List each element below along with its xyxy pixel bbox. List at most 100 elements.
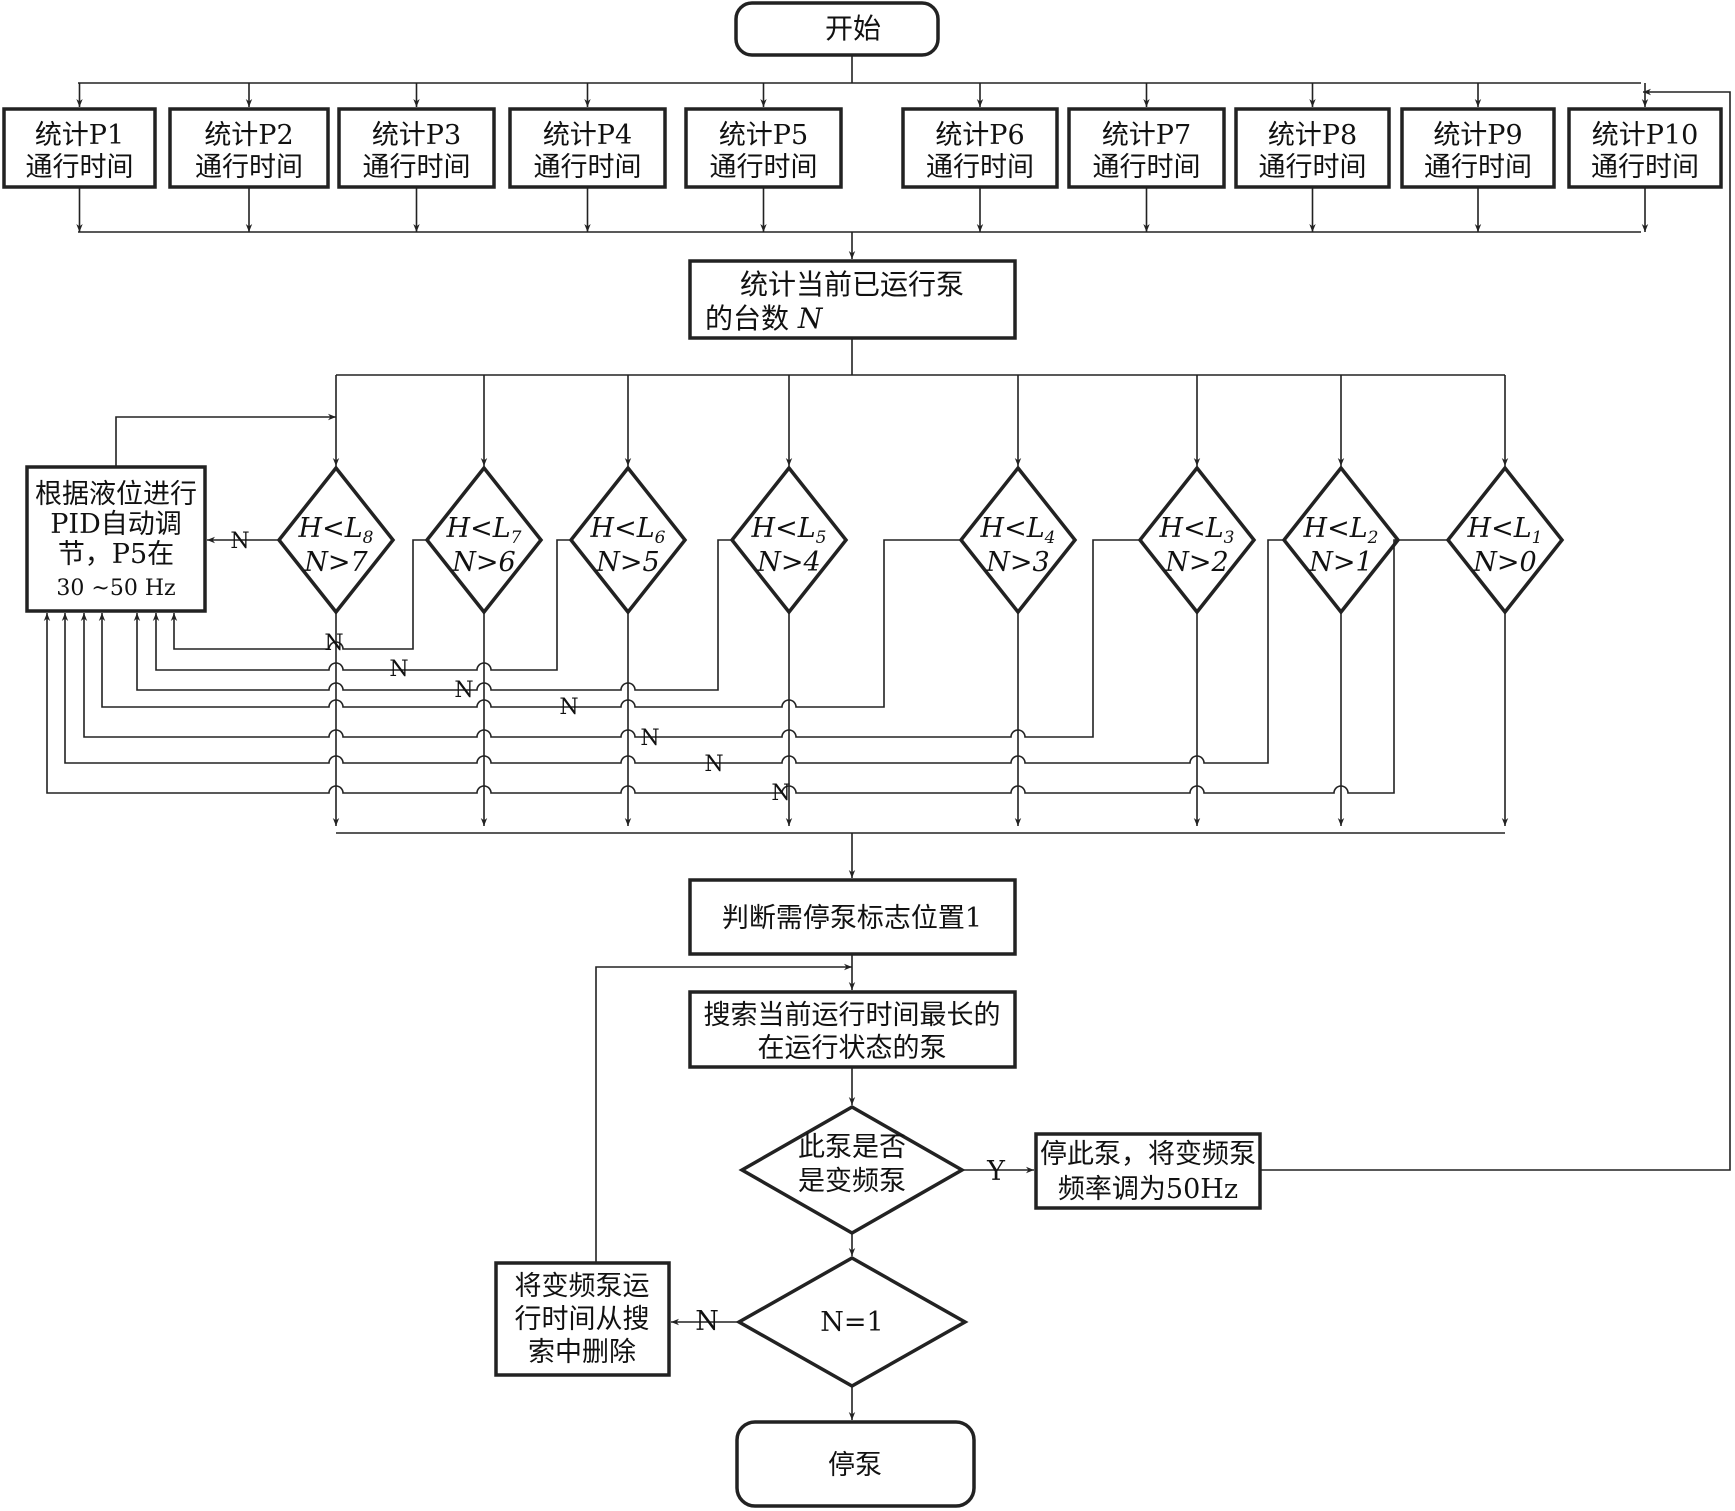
remove-line1: 将变频泵运 [515, 1271, 650, 1302]
search-line2: 在运行状态的泵 [758, 1033, 947, 1064]
n1-no-label: N [695, 1306, 719, 1337]
pid-line1: 根据液位进行 [35, 479, 197, 510]
stat-sublabel: 通行时间 [195, 152, 303, 183]
decision-count: N>7 [303, 547, 368, 578]
decision-4: H<L4N>3 [958, 465, 1078, 615]
decision-1: H<L1N>0 [1445, 465, 1565, 615]
decision-count: N>4 [756, 547, 820, 578]
decision-count: N>2 [1164, 547, 1228, 578]
start-label: 开始 [825, 12, 881, 45]
count-box: 统计当前已运行泵 的台数 N [688, 259, 1017, 340]
stats-row: 统计P1通行时间统计P2通行时间统计P3通行时间统计P4通行时间统计P5通行时间… [2, 107, 1723, 189]
count-line1: 统计当前已运行泵 [740, 268, 964, 301]
pid-line4: 30 ~50 Hz [56, 576, 175, 601]
decision-8: H<L8N>7 [276, 465, 396, 615]
count-var: N [797, 302, 824, 335]
n1-label: N=1 [820, 1307, 883, 1338]
decision-subscript: 1 [1532, 528, 1543, 548]
decision-count: N>0 [1472, 547, 1536, 578]
stat-label: 统计P10 [1592, 120, 1699, 151]
connectors [43, 55, 1731, 1420]
decision-subscript: 6 [655, 528, 666, 548]
decision-5: H<L5N>4 [729, 465, 849, 615]
svg-text:的台数 N: 的台数 N [705, 302, 824, 335]
stat-sublabel: 通行时间 [26, 152, 134, 183]
decision-7: H<L7N>6 [424, 465, 544, 615]
stop-label: 停泵 [828, 1450, 882, 1481]
decision-condition: H<L4 [980, 513, 1056, 548]
remove-box: 将变频泵运 行时间从搜 索中删除 [494, 1261, 671, 1377]
decision-condition: H<L8 [298, 513, 374, 548]
stopset-line1: 停此泵，将变频泵 [1040, 1139, 1256, 1170]
stat-sublabel: 通行时间 [926, 152, 1034, 183]
stopset-box: 停此泵，将变频泵 频率调为50Hz [1034, 1132, 1262, 1210]
n1-decision: N=1 [735, 1255, 969, 1389]
decision-count: N>1 [1308, 547, 1372, 578]
pid-line2: PID自动调 [50, 509, 181, 540]
isvfd-decision: 此泵是否 是变频泵 [738, 1104, 966, 1236]
stat-sublabel: 通行时间 [363, 152, 471, 183]
return-no-label: N [389, 657, 408, 682]
decision-condition: H<L7 [446, 513, 522, 548]
stat-label: 统计P6 [935, 120, 1024, 151]
stat-label: 统计P8 [1268, 120, 1357, 151]
decision-count: N>6 [451, 547, 515, 578]
return-no-label: N [640, 726, 659, 751]
stopset-line2: 频率调为50Hz [1058, 1174, 1238, 1205]
decision-subscript: 3 [1224, 528, 1235, 548]
stat-sublabel: 通行时间 [1259, 152, 1367, 183]
stat-label: 统计P7 [1102, 120, 1191, 151]
return-no-label: N [704, 752, 723, 777]
decision-count: N>5 [595, 547, 659, 578]
decision-condition: H<L2 [1303, 513, 1379, 548]
remove-line3: 索中删除 [528, 1337, 636, 1368]
decision-condition: H<L1 [1467, 513, 1543, 548]
isvfd-line1: 此泵是否 [798, 1132, 906, 1163]
stat-sublabel: 通行时间 [534, 152, 642, 183]
return-no-label: N [324, 631, 343, 656]
flag-box: 判断需停泵标志位置1 [688, 878, 1017, 956]
decision-condition: H<L6 [590, 513, 666, 548]
stat-label: 统计P9 [1433, 120, 1522, 151]
decision-6: H<L6N>5 [568, 465, 688, 615]
search-line1: 搜索当前运行时间最长的 [704, 1000, 1001, 1031]
return-no-label: N [559, 695, 578, 720]
decision-subscript: 5 [816, 528, 827, 548]
decision-condition: H<L5 [751, 513, 827, 548]
stat-sublabel: 通行时间 [1424, 152, 1532, 183]
decision-subscript: 8 [363, 528, 374, 548]
isvfd-line2: 是变频泵 [798, 1166, 906, 1197]
decision-2: H<L2N>1 [1281, 465, 1401, 615]
stat-label: 统计P1 [35, 120, 124, 151]
stop-terminal: 停泵 [735, 1420, 976, 1508]
return-no-label: N [771, 781, 790, 806]
decision-condition: H<L3 [1159, 513, 1235, 548]
decision-subscript: 2 [1367, 528, 1379, 548]
stat-sublabel: 通行时间 [1093, 152, 1201, 183]
pid-line3: 节，P5在 [58, 539, 174, 570]
stat-label: 统计P5 [719, 120, 808, 151]
stat-sublabel: 通行时间 [710, 152, 818, 183]
remove-line2: 行时间从搜 [515, 1304, 650, 1335]
level-decisions: H<L8N>7H<L7N>6H<L6N>5H<L5N>4H<L4N>3H<L3N… [276, 465, 1565, 615]
decision-3: H<L3N>2 [1137, 465, 1257, 615]
decision-count: N>3 [985, 547, 1049, 578]
stat-label: 统计P4 [543, 120, 632, 151]
stat-label: 统计P2 [204, 120, 293, 151]
flag-label: 判断需停泵标志位置1 [722, 903, 982, 934]
search-box: 搜索当前运行时间最长的 在运行状态的泵 [688, 990, 1017, 1069]
yes-label: Y [986, 1156, 1006, 1187]
start-terminal: 开始 [734, 1, 940, 57]
pid-no-label: N [230, 529, 249, 554]
stat-label: 统计P3 [372, 120, 461, 151]
